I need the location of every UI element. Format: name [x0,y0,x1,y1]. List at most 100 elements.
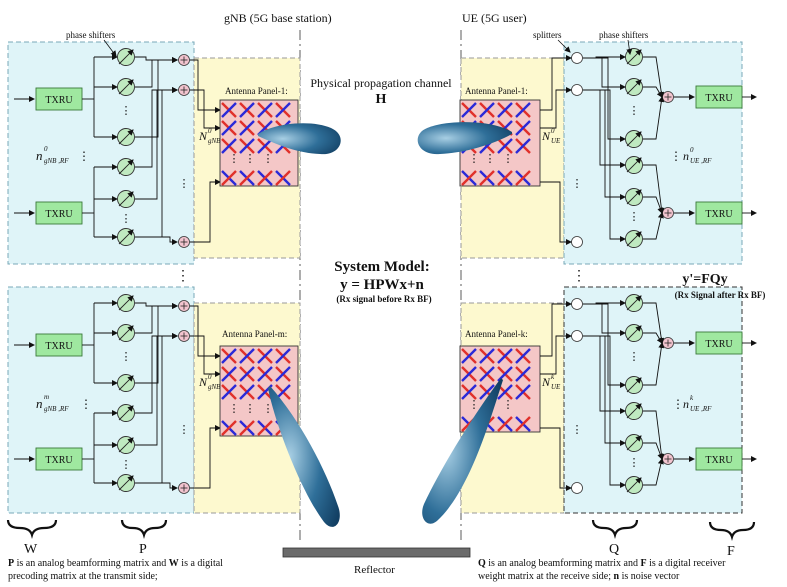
n-ue-rf-bottom: ⋮ n k UE ,RF [672,394,712,413]
brace-q: Q [591,519,639,557]
antenna-element [515,138,531,154]
signal-line [643,332,663,344]
ellipsis: ⋮ [572,424,583,436]
gnb-panel-top-title: Antenna Panel-1: [225,86,288,96]
antenna-element [239,384,255,400]
svg-text:0: 0 [208,373,212,381]
antenna-element [221,170,237,186]
svg-text:gNB ,RF: gNB ,RF [44,405,69,413]
signal-line [540,181,572,245]
antenna-element [497,348,513,364]
signal-line [190,425,221,489]
antenna-element [275,348,291,364]
antenna-element [221,384,237,400]
antenna-element [461,102,477,118]
signal-line [190,179,221,243]
antenna-element [497,138,513,154]
phase-shifter-arrow [626,325,642,341]
beam-gnb-top [258,123,341,155]
N-ue-top: N 0 UE [541,127,561,145]
antenna-element [257,420,273,436]
antenna-element [239,138,255,154]
ellipsis: ⋮ [229,153,240,165]
ellipsis: ⋮ [263,403,274,415]
signal-line [583,303,626,388]
signal-line [583,57,626,142]
rx-note: (Rx Signal after Rx BF) [675,290,766,300]
signal-line [643,96,665,140]
antenna-element [461,384,477,400]
antenna-element [479,170,495,186]
svg-text:0: 0 [44,145,48,153]
antenna-element [239,170,255,186]
splitter-icon [571,298,583,310]
antenna-element [221,138,237,154]
antenna-element [515,384,531,400]
antenna-element [497,170,513,186]
phase-shifter-arrow [118,79,134,95]
ellipsis: ⋮ [229,403,240,415]
rx-equation: y'=FQy [682,272,727,287]
beam-gnb-bottom [268,386,340,527]
antenna-element [257,366,273,382]
ellipsis: ⋮ [629,211,640,223]
ellipsis: ⋮ [179,178,190,190]
ellipsis: ⋮ [629,351,640,363]
signal-line [190,305,221,359]
ue-title: UE (5G user) [462,11,527,25]
signal-line [643,196,664,214]
antenna-element [515,170,531,186]
svg-text:P: P [139,542,147,557]
ellipsis: ⋮ [245,403,256,415]
signal-line [190,59,221,113]
reflector-bar [282,547,471,558]
antenna-element [275,102,291,118]
phase-shifter-arrow [118,325,134,341]
signal-line [643,410,665,460]
signal-line [643,56,665,98]
ellipsis: ⋮ [485,153,496,165]
signal-line [540,87,572,129]
svg-text:N: N [541,375,551,389]
antenna-element [257,348,273,364]
antenna-element [257,170,273,186]
antenna-element [461,348,477,364]
svg-text:0: 0 [690,146,694,154]
txru-label: TXRU [45,455,73,466]
signal-line [643,212,664,240]
svg-text:n: n [36,148,43,163]
ellipsis: ⋮ [263,153,274,165]
phase-shifter-arrow [626,79,642,95]
svg-text:0: 0 [551,127,555,135]
splitters-label: splitters [533,30,562,40]
signal-line [190,89,221,131]
ellipsis: ⋮ [629,105,640,117]
antenna-element [461,170,477,186]
svg-text:n: n [683,149,689,163]
signal-line [135,482,178,491]
gnb-title: gNB (5G base station) [224,11,332,25]
antenna-element [497,384,513,400]
N-gnb-bottom: N 0 gNB [198,373,221,391]
svg-text:UE: UE [551,137,561,145]
txru-label: TXRU [705,455,733,466]
gnb-tx-region-bottom [7,286,195,514]
antenna-element [497,416,513,432]
brace-f: F [708,521,756,559]
svg-text:gNB: gNB [208,137,221,145]
svg-text:k: k [690,394,694,402]
system-model-title: System Model: [334,259,429,275]
antenna-element [221,420,237,436]
phase-shifter-arrow [118,159,134,175]
signal-line [643,86,663,98]
svg-text:F: F [727,544,735,559]
phase-shifter-arrow [118,437,134,453]
signal-line [135,303,178,384]
antenna-element [257,102,273,118]
ellipsis: ⋮ [503,399,514,411]
svg-text:gNB ,RF: gNB ,RF [44,157,69,165]
phase-shifters-label-ue: phase shifters [599,30,649,40]
ue-rx-region-top [563,41,743,265]
phase-shifter-arrow [626,377,642,393]
